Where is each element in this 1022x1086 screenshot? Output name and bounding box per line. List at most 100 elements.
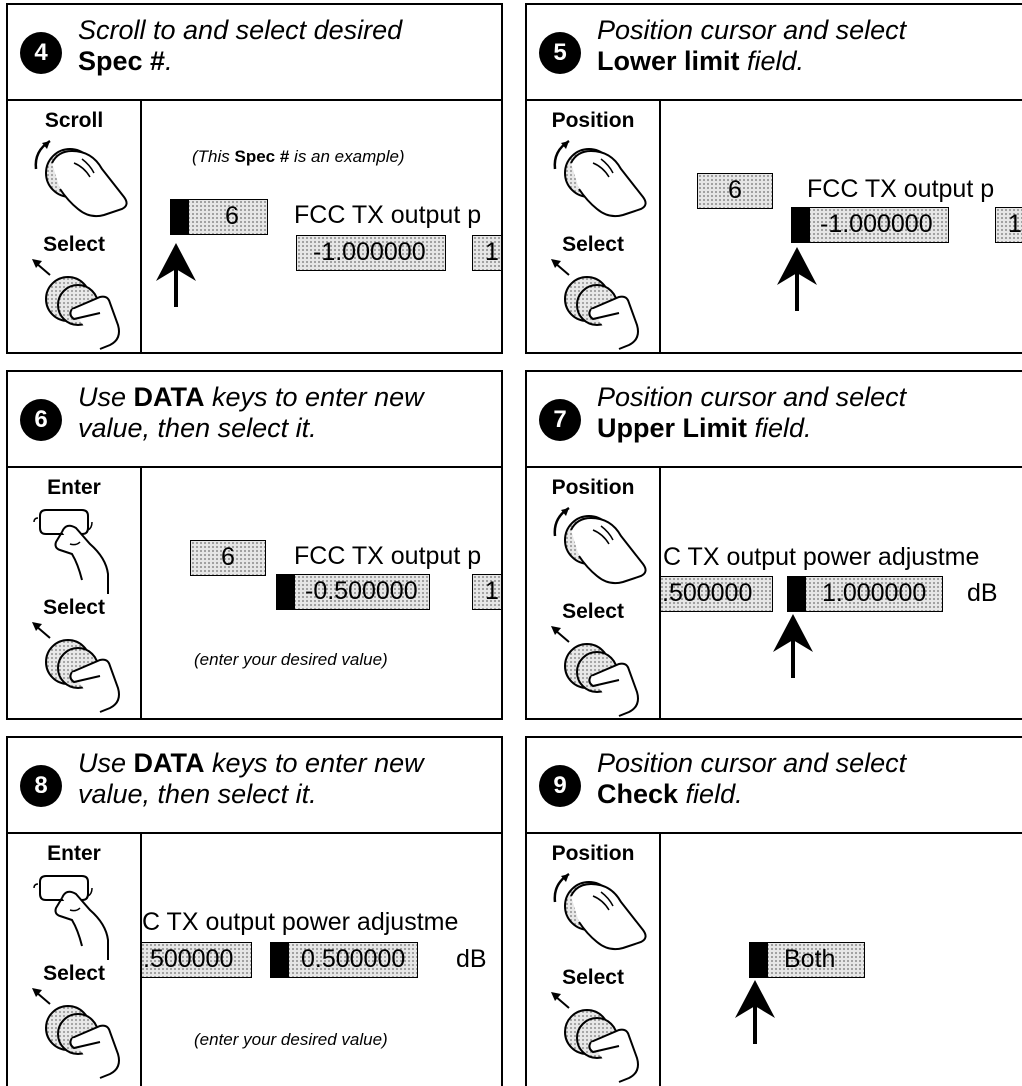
knob-turn-icon	[553, 139, 647, 218]
step-number: 4	[20, 32, 62, 74]
title-line-2: value, then select it.	[78, 413, 317, 443]
knob-turn-icon	[34, 139, 128, 218]
step-5-header: 5 Position cursor and select Lower limit…	[527, 5, 1022, 101]
title-rest: field.	[678, 779, 743, 809]
spec-name-text: FCC TX output p	[294, 542, 482, 570]
control-sidebar: Position Select	[527, 468, 661, 718]
key-press-icon	[33, 875, 109, 961]
cursor-block	[171, 200, 189, 234]
lower-limit-field[interactable]: -1.000000	[791, 207, 949, 243]
step-number: 8	[20, 765, 62, 807]
control-sidebar: Position Select	[527, 101, 661, 352]
knob-turn-icon	[553, 872, 647, 951]
spec-number-field[interactable]: 6	[697, 173, 773, 209]
upper-limit-field[interactable]: 0.500000	[270, 942, 418, 978]
screen-example: 6 FCC TX output p -1.000000 1.	[661, 101, 1022, 352]
lower-limit-field[interactable]: .500000	[661, 576, 773, 612]
cursor-block	[792, 208, 810, 242]
knob-press-icon	[550, 991, 639, 1083]
step-4-panel: 4 Scroll to and select desired Spec #. S…	[6, 3, 503, 354]
title-rest: .	[165, 46, 173, 76]
step-7-header: 7 Position cursor and select Upper Limit…	[527, 372, 1022, 468]
title-rest: field.	[739, 46, 805, 76]
title-bold: Upper Limit	[597, 413, 748, 443]
step-8-panel: 8 Use DATA keys to enter new value, then…	[6, 736, 503, 1086]
enter-label: Enter	[47, 476, 101, 499]
cursor-block	[277, 575, 295, 609]
key-press-icon	[33, 509, 109, 595]
unit-label: dB	[456, 945, 487, 973]
spec-number-field[interactable]: 6	[170, 199, 268, 235]
knob-press-icon	[31, 621, 120, 713]
step-4-header: 4 Scroll to and select desired Spec #.	[8, 5, 501, 101]
step-title: Position cursor and select Check field.	[597, 748, 1018, 810]
screen-example: 6 FCC TX output p -0.500000 1. (enter yo…	[142, 468, 501, 718]
lower-limit-field[interactable]: -0.500000	[276, 574, 430, 610]
step-title: Position cursor and select Lower limit f…	[597, 15, 1018, 77]
screen-example: Both	[661, 834, 1022, 1086]
position-label: Position	[551, 109, 635, 132]
knob-turn-icon	[553, 506, 647, 585]
cursor-block	[788, 577, 806, 611]
title-line-2: value, then select it.	[78, 779, 317, 809]
spec-name-text: FCC TX output p	[294, 201, 482, 229]
select-label: Select	[562, 233, 624, 256]
title-line-1: Position cursor and select	[597, 15, 907, 45]
data-keys-bold: DATA	[133, 748, 205, 778]
cursor-block	[271, 943, 289, 977]
title-line-1: Scroll to and select desired	[78, 15, 403, 45]
screen-example: C TX output power adjustme .500000 0.500…	[142, 834, 501, 1086]
control-sidebar: Enter Select	[8, 468, 142, 718]
control-sidebar: Scroll Select	[8, 101, 142, 352]
data-keys-bold: DATA	[133, 382, 205, 412]
step-9-panel: 9 Position cursor and select Check field…	[525, 736, 1022, 1086]
step-title: Position cursor and select Upper Limit f…	[597, 382, 1018, 444]
scroll-label: Scroll	[44, 109, 104, 132]
knob-press-icon	[550, 258, 639, 350]
knob-press-icon	[550, 625, 639, 717]
spec-name-text: FCC TX output p	[807, 175, 995, 203]
position-label: Position	[551, 842, 635, 865]
step-8-header: 8 Use DATA keys to enter new value, then…	[8, 738, 501, 834]
select-label: Select	[43, 962, 105, 985]
screen-example: C TX output power adjustme .500000 1.000…	[661, 468, 1022, 718]
step-title: Use DATA keys to enter new value, then s…	[78, 748, 495, 810]
enter-label: Enter	[47, 842, 101, 865]
spec-number-field[interactable]: 6	[190, 540, 266, 576]
step-number: 6	[20, 399, 62, 441]
knob-press-icon	[31, 987, 120, 1079]
title-line-1: Position cursor and select	[597, 382, 907, 412]
check-field[interactable]: Both	[749, 942, 865, 978]
upper-limit-field[interactable]: 1.000000	[787, 576, 943, 612]
step-number: 7	[539, 399, 581, 441]
upper-limit-field[interactable]: 1.	[472, 574, 501, 610]
title-rest: field.	[747, 413, 812, 443]
upper-limit-field[interactable]: 1.	[995, 207, 1022, 243]
control-sidebar: Enter Select	[8, 834, 142, 1086]
title-bold: Spec #	[78, 46, 166, 76]
screen-example: (This Spec # is an example) 6 FCC TX out…	[142, 101, 501, 352]
select-label: Select	[562, 966, 624, 989]
desired-value-note: (enter your desired value)	[194, 650, 388, 669]
step-9-header: 9 Position cursor and select Check field…	[527, 738, 1022, 834]
upper-limit-field[interactable]: 1.	[472, 235, 501, 271]
step-title: Use DATA keys to enter new value, then s…	[78, 382, 495, 444]
up-arrow-icon	[735, 980, 775, 1046]
step-7-panel: 7 Position cursor and select Upper Limit…	[525, 370, 1022, 720]
up-arrow-icon	[777, 247, 817, 313]
step-6-header: 6 Use DATA keys to enter new value, then…	[8, 372, 501, 468]
knob-press-icon	[31, 258, 120, 350]
title-line-1: Position cursor and select	[597, 748, 907, 778]
spec-name-text: C TX output power adjustme	[663, 543, 980, 571]
desired-value-note: (enter your desired value)	[194, 1030, 388, 1049]
step-title: Scroll to and select desired Spec #.	[78, 15, 495, 77]
up-arrow-icon	[156, 243, 196, 309]
lower-limit-field[interactable]: .500000	[142, 942, 252, 978]
example-note: (This Spec # is an example)	[192, 147, 405, 166]
title-bold: Check	[597, 779, 679, 809]
control-sidebar: Position Select	[527, 834, 661, 1086]
lower-limit-field[interactable]: -1.000000	[296, 235, 446, 271]
up-arrow-icon	[773, 614, 813, 680]
step-number: 9	[539, 765, 581, 807]
cursor-block	[750, 943, 768, 977]
